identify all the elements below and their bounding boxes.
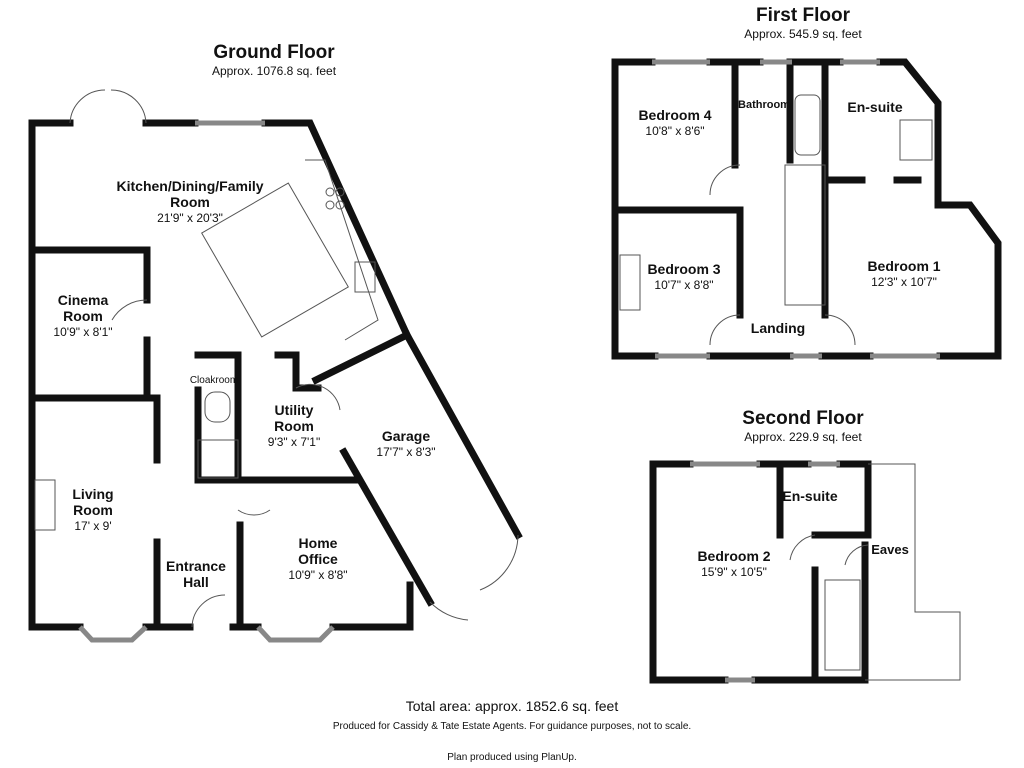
first-floor-heading: First Floor Approx. 545.9 sq. feet (703, 5, 903, 41)
room-cinema-name-1: Cinema (57, 292, 109, 308)
room-ensuite1-name: En-suite (847, 99, 903, 115)
room-office: Home Office 10'9" x 8'8" (288, 535, 347, 583)
room-bedroom4: Bedroom 4 10'8" x 8'6" (638, 107, 711, 139)
room-bedroom2-name: Bedroom 2 (697, 548, 771, 564)
second-floor-stairs (824, 579, 861, 671)
room-garage-name: Garage (381, 428, 431, 444)
room-living-dims: 17' x 9' (74, 519, 112, 533)
room-bedroom3-dims: 10'7" x 8'8" (654, 278, 714, 292)
room-bedroom3-name: Bedroom 3 (647, 261, 721, 277)
software-credit: Plan produced using PlanUp. (447, 752, 577, 763)
room-garage: Garage 17'7" x 8'3" (376, 428, 435, 460)
first-floor-fixtures (619, 94, 933, 346)
room-ensuite2: En-suite (782, 488, 837, 504)
first-floor-title: First Floor (756, 5, 850, 26)
room-entrance-name-2: Hall (183, 574, 209, 590)
room-bedroom1-dims: 12'3" x 10'7" (871, 275, 937, 289)
room-bedroom1: Bedroom 1 12'3" x 10'7" (867, 258, 940, 290)
wardrobe (619, 254, 641, 311)
room-entrance: Entrance Hall (166, 558, 226, 590)
ground-floor-title: Ground Floor (213, 42, 335, 63)
room-kitchen-name-1: Kitchen/Dining/Family (116, 178, 264, 194)
fireplace (34, 479, 56, 531)
total-area: Total area: approx. 1852.6 sq. feet (405, 698, 619, 714)
eaves-outline (865, 463, 961, 681)
room-bedroom2-dims: 15'9" x 10'5" (701, 565, 767, 579)
stairs (197, 439, 239, 479)
second-floor-area: Approx. 229.9 sq. feet (744, 430, 862, 444)
room-bathroom-name: Bathroom (738, 99, 790, 111)
room-cinema-name-2: Room (63, 308, 103, 324)
agent-credit: Produced for Cassidy & Tate Estate Agent… (332, 721, 692, 732)
ground-floor-heading: Ground Floor Approx. 1076.8 sq. feet (174, 42, 374, 78)
room-living: Living Room 17' x 9' (72, 486, 113, 534)
room-bathroom: Bathroom (738, 97, 790, 113)
kitchen-sink (354, 261, 376, 293)
room-cinema: Cinema Room 10'9" x 8'1" (53, 292, 112, 340)
room-living-name-1: Living (72, 486, 114, 502)
room-eaves-name: Eaves (871, 542, 909, 557)
second-floor-heading: Second Floor Approx. 229.9 sq. feet (703, 408, 903, 444)
room-office-dims: 10'9" x 8'8" (288, 568, 348, 582)
room-bedroom4-name: Bedroom 4 (638, 107, 712, 123)
room-utility-name-1: Utility (274, 402, 314, 418)
room-garage-dims: 17'7" x 8'3" (376, 445, 436, 459)
room-ensuite1: En-suite (847, 99, 902, 115)
room-kitchen-name-2: Room (170, 194, 210, 210)
kitchen-island (201, 182, 349, 338)
second-floor-fixtures (789, 463, 961, 681)
room-entrance-name-1: Entrance (166, 558, 226, 574)
room-bedroom2: Bedroom 2 15'9" x 10'5" (697, 548, 770, 580)
room-bedroom4-dims: 10'8" x 8'6" (645, 124, 705, 138)
room-living-name-2: Room (73, 502, 113, 518)
room-kitchen: Kitchen/Dining/Family Room 21'9" x 20'3" (116, 178, 263, 226)
room-office-name-1: Home (298, 535, 338, 551)
room-bedroom1-name: Bedroom 1 (867, 258, 941, 274)
second-floor-title: Second Floor (742, 408, 864, 429)
room-office-name-2: Office (298, 551, 338, 567)
toilet-icon (204, 391, 231, 423)
room-utility-name-2: Room (274, 418, 314, 434)
room-ensuite2-name: En-suite (782, 488, 838, 504)
ground-floor-windows (78, 120, 335, 643)
ground-floor-walls (28, 119, 523, 631)
shower-icon (899, 119, 933, 161)
first-floor-stairs (784, 164, 826, 306)
room-cloakroom: Cloakroom (190, 373, 238, 389)
room-utility-dims: 9'3" x 7'1" (267, 435, 321, 449)
room-landing: Landing (751, 320, 805, 336)
first-floor-area: Approx. 545.9 sq. feet (744, 27, 862, 41)
second-floor-windows (690, 461, 840, 683)
ground-floor-area: Approx. 1076.8 sq. feet (211, 64, 337, 78)
kitchen-counter (305, 159, 379, 341)
room-cloakroom-name: Cloakroom (189, 375, 239, 386)
room-kitchen-dims: 21'9" x 20'3" (157, 211, 223, 225)
ground-floor-fixtures (34, 89, 519, 628)
room-landing-name: Landing (750, 320, 806, 336)
bath-icon (794, 94, 821, 156)
first-floor-windows (652, 59, 940, 359)
room-cinema-dims: 10'9" x 8'1" (53, 325, 113, 339)
room-utility: Utility Room 9'3" x 7'1" (268, 402, 320, 450)
room-bedroom3: Bedroom 3 10'7" x 8'8" (647, 261, 720, 293)
room-eaves: Eaves (871, 542, 909, 558)
